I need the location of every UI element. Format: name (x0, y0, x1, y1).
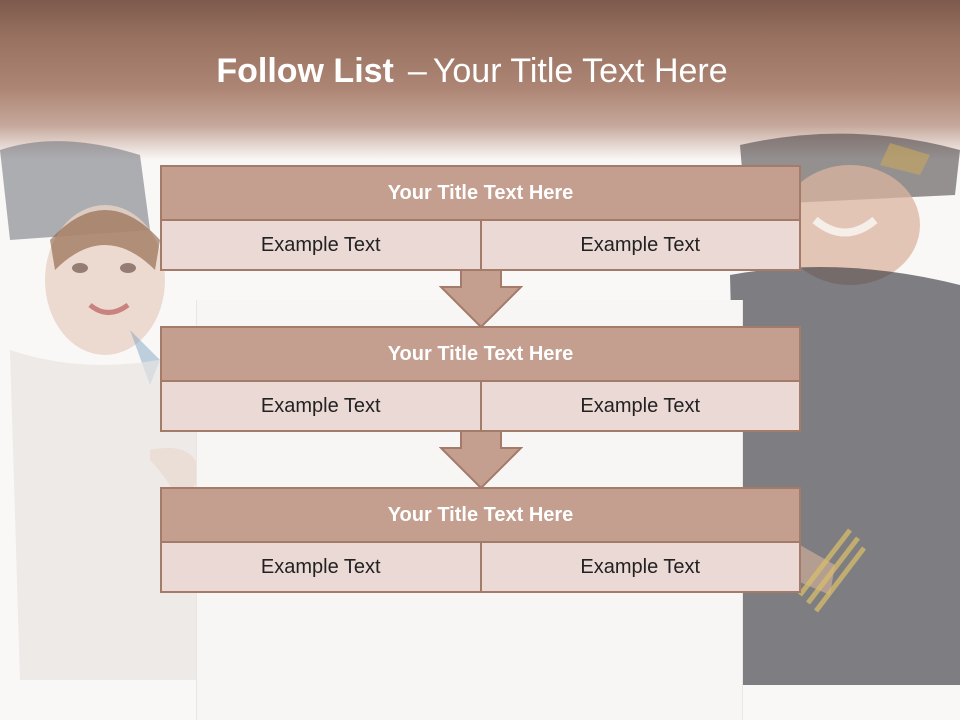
block-row: Example Text Example Text (160, 382, 801, 432)
title-separator: – (407, 52, 427, 90)
block-cell-right: Example Text (479, 382, 800, 430)
down-arrow-icon (439, 270, 523, 329)
block-title: Your Title Text Here (160, 326, 801, 382)
block-row: Example Text Example Text (160, 221, 801, 271)
block-title: Your Title Text Here (160, 165, 801, 221)
follow-block-1: Your Title Text Here Example Text Exampl… (160, 165, 801, 271)
header-band (0, 0, 960, 160)
follow-block-2: Your Title Text Here Example Text Exampl… (160, 326, 801, 432)
down-arrow-icon (439, 431, 523, 490)
title-rest: Your Title Text Here (432, 52, 728, 90)
block-row: Example Text Example Text (160, 543, 801, 593)
block-cell-left: Example Text (260, 233, 381, 256)
block-cell-left: Example Text (260, 394, 381, 417)
block-cell-left: Example Text (260, 555, 381, 578)
flight-attendant-photo (0, 141, 210, 680)
page-title: Follow List–Your Title Text Here (0, 52, 944, 91)
title-bold: Follow List (216, 52, 394, 90)
block-cell-right: Example Text (479, 221, 800, 269)
block-cell-right: Example Text (479, 543, 800, 591)
follow-block-3: Your Title Text Here Example Text Exampl… (160, 487, 801, 593)
block-title: Your Title Text Here (160, 487, 801, 543)
